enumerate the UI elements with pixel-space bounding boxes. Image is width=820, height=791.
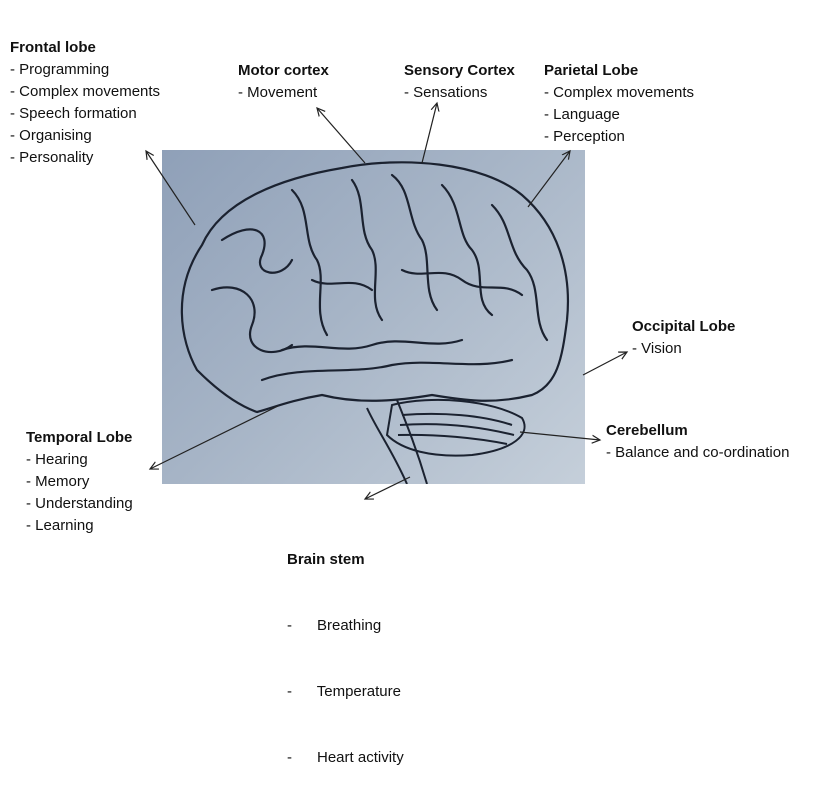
parietal-lobe-item: - Perception: [544, 128, 625, 145]
brain-stem-item: - Temperature: [287, 683, 401, 700]
brain-stem-item: - Heart activity: [287, 749, 404, 766]
arrow-occipital: [582, 352, 627, 376]
temporal-lobe-item: - Memory: [26, 473, 90, 490]
parietal-lobe-item: - Complex movements: [544, 84, 695, 101]
brain-sketch: [180, 161, 569, 485]
frontal-lobe-item: - Programming: [10, 61, 110, 78]
arrow-cerebellum: [519, 431, 600, 440]
brain-outline: [180, 161, 569, 414]
temporal-lobe-item: - Hearing: [26, 451, 88, 468]
frontal-lobe-label: Frontal lobe - Programming - Complex mov…: [10, 37, 160, 169]
frontal-lobe-item: - Personality: [10, 149, 94, 166]
frontal-lobe-item: - Speech formation: [10, 105, 137, 122]
sensory-cortex-title: Sensory Cortex: [404, 62, 515, 79]
occipital-lobe-title: Occipital Lobe: [632, 318, 736, 335]
temporal-lobe-item: - Understanding: [26, 495, 133, 512]
parietal-lobe-title: Parietal Lobe: [544, 62, 639, 79]
arrow-brainstem: [365, 476, 411, 499]
temporal-lobe-title: Temporal Lobe: [26, 429, 133, 446]
arrow-temporal: [150, 405, 279, 469]
motor-cortex-item: - Movement: [238, 84, 318, 101]
occipital-lobe-item: - Vision: [632, 340, 682, 357]
pointer-arrows: [0, 0, 820, 603]
arrow-frontal: [146, 151, 196, 226]
cerebellum-item: - Balance and co-ordination: [606, 444, 790, 461]
arrow-sensory: [421, 103, 437, 164]
frontal-lobe-item: - Complex movements: [10, 83, 161, 100]
occipital-lobe-label: Occipital Lobe - Vision: [632, 316, 735, 360]
arrow-parietal: [527, 151, 570, 208]
motor-cortex-label: Motor cortex - Movement: [238, 60, 329, 104]
motor-cortex-title: Motor cortex: [238, 62, 329, 79]
sensory-cortex-item: - Sensations: [404, 84, 488, 101]
brain-stem-label: Brain stem - Breathing - Temperature - H…: [287, 505, 404, 791]
cerebellum-label: Cerebellum - Balance and co-ordination: [606, 420, 789, 464]
frontal-lobe-title: Frontal lobe: [10, 39, 96, 56]
brain-stem-item: - Breathing: [287, 617, 382, 634]
parietal-lobe-label: Parietal Lobe - Complex movements - Lang…: [544, 60, 694, 148]
frontal-lobe-item: - Organising: [10, 127, 92, 144]
arrow-motor: [317, 108, 366, 164]
temporal-lobe-item: - Learning: [26, 517, 94, 534]
brain-stem-title: Brain stem: [287, 551, 365, 568]
brainstem-sketch: [366, 399, 428, 485]
parietal-lobe-item: - Language: [544, 106, 620, 123]
sensory-cortex-label: Sensory Cortex - Sensations: [404, 60, 515, 104]
temporal-lobe-label: Temporal Lobe - Hearing - Memory - Under…: [26, 427, 133, 537]
cerebellum-title: Cerebellum: [606, 422, 688, 439]
